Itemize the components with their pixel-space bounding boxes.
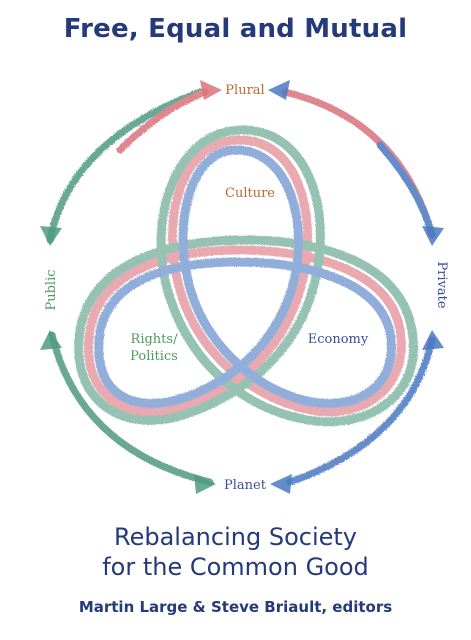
label-economy: Economy <box>308 332 369 347</box>
label-plural: Plural <box>225 83 264 98</box>
label-private: Private <box>434 261 449 308</box>
book-editors: Martin Large & Steve Briault, editors <box>78 598 393 616</box>
label-culture: Culture <box>225 186 275 201</box>
trefoil-diagram: Plural Culture Economy Rights/ Politics … <box>40 80 449 494</box>
arrow-heads <box>40 80 444 494</box>
label-rights: Rights/ <box>131 332 179 347</box>
book-title: Free, Equal and Mutual <box>63 14 408 44</box>
outer-arrow-ring <box>46 88 436 486</box>
label-public: Public <box>44 269 59 310</box>
subtitle-line-1: Rebalancing Society <box>114 523 357 551</box>
label-planet: Planet <box>224 478 267 493</box>
subtitle-line-2: for the Common Good <box>102 553 369 581</box>
book-subtitle: Rebalancing Society for the Common Good <box>0 522 471 582</box>
label-politics: Politics <box>130 349 178 364</box>
trefoil-strands <box>74 125 419 427</box>
